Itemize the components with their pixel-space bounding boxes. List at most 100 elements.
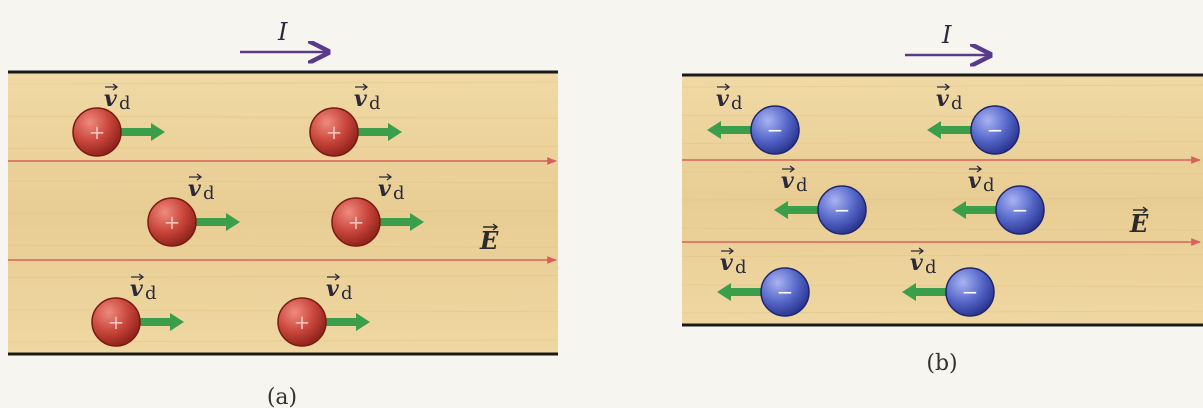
carrier-ball bbox=[760, 267, 810, 317]
velocity-symbol: v bbox=[910, 250, 923, 276]
carrier-sign: + bbox=[108, 310, 125, 334]
carrier-sign: + bbox=[89, 120, 106, 144]
vector-arrow-icon bbox=[327, 273, 341, 281]
velocity-symbol: v bbox=[104, 86, 117, 112]
carrier-sign: − bbox=[767, 118, 784, 142]
carrier-sign: − bbox=[1012, 198, 1029, 222]
drift-arrow-head bbox=[707, 121, 721, 139]
drift-arrow-head bbox=[151, 123, 165, 141]
velocity-symbol: v bbox=[188, 176, 201, 202]
velocity-symbol: v bbox=[968, 168, 981, 194]
drift-arrow-head bbox=[388, 123, 402, 141]
carrier-sign: − bbox=[962, 280, 979, 304]
vector-arrow-icon bbox=[717, 83, 731, 91]
carrier-ball bbox=[995, 185, 1045, 235]
conductor-grain bbox=[7, 180, 559, 184]
carrier-ball bbox=[309, 107, 359, 157]
conductor-grain bbox=[681, 254, 1203, 257]
drift-arrow-head bbox=[410, 213, 424, 231]
vector-arrow-icon bbox=[189, 173, 203, 181]
velocity-subscript: d bbox=[145, 283, 157, 304]
drift-arrow-head bbox=[902, 283, 916, 301]
conductor-grain bbox=[7, 244, 559, 248]
current-label: I bbox=[277, 18, 288, 46]
carrier-ball bbox=[750, 105, 800, 155]
drift-arrow-head bbox=[226, 213, 240, 231]
velocity-symbol: v bbox=[936, 86, 949, 112]
carrier-sign: − bbox=[987, 118, 1004, 142]
carrier-sign: − bbox=[834, 198, 851, 222]
current-label: I bbox=[941, 21, 952, 49]
velocity-subscript: d bbox=[983, 175, 995, 196]
carrier-ball bbox=[817, 185, 867, 235]
field-label: E bbox=[479, 223, 499, 255]
drift-arrow-head bbox=[170, 313, 184, 331]
carrier-sign: + bbox=[294, 310, 311, 334]
vector-arrow-icon bbox=[721, 247, 735, 255]
conductor-grain bbox=[7, 81, 559, 85]
carrier-sign: − bbox=[777, 280, 794, 304]
carrier-ball bbox=[945, 267, 995, 317]
drift-arrow-head bbox=[356, 313, 370, 331]
velocity-symbol: v bbox=[781, 168, 794, 194]
velocity-symbol: v bbox=[354, 86, 367, 112]
velocity-subscript: d bbox=[341, 283, 353, 304]
velocity-symbol: v bbox=[716, 86, 729, 112]
carrier-ball bbox=[970, 105, 1020, 155]
vector-arrow-icon bbox=[379, 173, 393, 181]
field-label: E bbox=[1129, 206, 1149, 238]
carrier-sign: + bbox=[164, 210, 181, 234]
field-label-text: E bbox=[479, 226, 499, 255]
conductor-grain bbox=[681, 84, 1203, 88]
conductor-grain bbox=[7, 339, 559, 343]
drift-arrow-head bbox=[774, 201, 788, 219]
velocity-symbol: v bbox=[720, 250, 733, 276]
carrier-ball bbox=[277, 297, 327, 347]
conductor-grain bbox=[681, 310, 1203, 314]
conductor-grain bbox=[681, 171, 1203, 175]
conductor-grain bbox=[7, 210, 559, 214]
vector-arrow-icon bbox=[937, 83, 951, 91]
velocity-subscript: d bbox=[925, 257, 937, 278]
velocity-symbol: v bbox=[378, 176, 391, 202]
carrier-ball bbox=[72, 107, 122, 157]
velocity-subscript: d bbox=[735, 257, 747, 278]
velocity-subscript: d bbox=[119, 93, 131, 114]
carrier-ball bbox=[91, 297, 141, 347]
vector-arrow-icon bbox=[483, 223, 499, 231]
conductor-grain bbox=[681, 197, 1203, 201]
vector-arrow-icon bbox=[1133, 206, 1149, 214]
carrier-sign: + bbox=[326, 120, 343, 144]
panel-caption: (a) bbox=[267, 385, 297, 408]
vector-arrow-icon bbox=[911, 247, 925, 255]
carrier-ball bbox=[147, 197, 197, 247]
velocity-subscript: d bbox=[951, 93, 963, 114]
velocity-symbol: v bbox=[130, 276, 143, 302]
velocity-subscript: d bbox=[369, 93, 381, 114]
carrier-ball bbox=[331, 197, 381, 247]
